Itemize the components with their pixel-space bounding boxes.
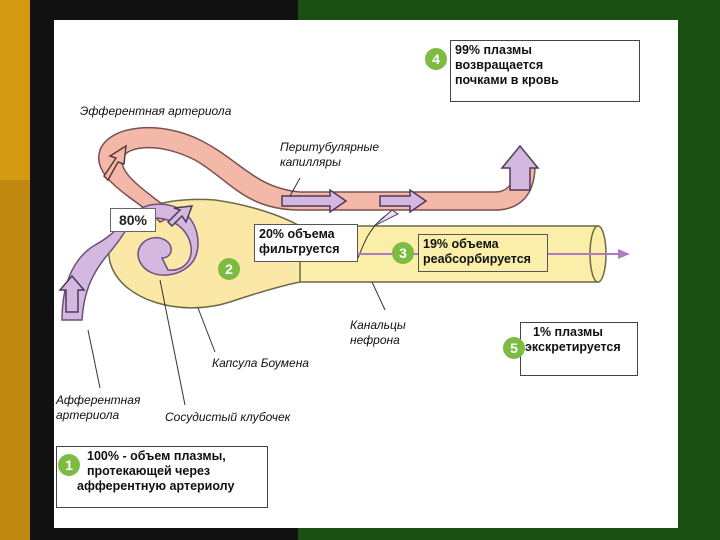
label-bowman-capsule: Капсула Боумена	[212, 356, 309, 370]
step-1-box: 100% - объем плазмы, протекающей через а…	[56, 446, 268, 508]
step-2-box: 20% объема фильтруется	[254, 224, 358, 262]
afferent-flow-arrow	[58, 274, 86, 313]
step-4-box: 99% плазмы возвращается почками в кровь	[450, 40, 640, 102]
bowman-capsule	[107, 198, 301, 309]
frame-gold-strip-lower	[0, 180, 30, 540]
label-afferent-arteriole: Афферентная артериола	[56, 393, 141, 422]
step-3-box: 19% объема реабсорбируется	[418, 234, 548, 272]
label-tubules: Канальцы нефрона	[350, 318, 406, 347]
step-1-badge: 1	[58, 454, 80, 476]
return-up-arrow	[500, 144, 540, 191]
leader-afferent	[87, 329, 101, 389]
capillary-arrow-2	[379, 188, 428, 214]
step-2-badge: 2	[218, 258, 240, 280]
excretion-arrow-head	[618, 249, 630, 259]
step-4-badge: 4	[425, 48, 447, 70]
step-3-badge: 3	[392, 242, 414, 264]
glomerulus-flow-arrow	[166, 205, 194, 228]
reabsorb-arrow	[373, 209, 399, 227]
percent-80-box: 80%	[110, 208, 156, 232]
label-glomerulus: Сосудистый клубочек	[165, 410, 291, 424]
leader-bowman	[197, 307, 216, 353]
leader-peritubular	[289, 177, 301, 197]
label-peritubular: Перитубулярные капилляры	[280, 140, 380, 169]
step-5-badge: 5	[503, 337, 525, 359]
label-efferent-arteriole: Эфферентная артериола	[80, 104, 232, 118]
efferent-flow-arrow	[103, 144, 127, 182]
capillary-arrow-1	[281, 188, 348, 214]
leader-tubules	[371, 281, 386, 311]
leader-glomerulus	[159, 279, 186, 406]
step-5-box: 1% плазмы экскретируется	[520, 322, 638, 376]
